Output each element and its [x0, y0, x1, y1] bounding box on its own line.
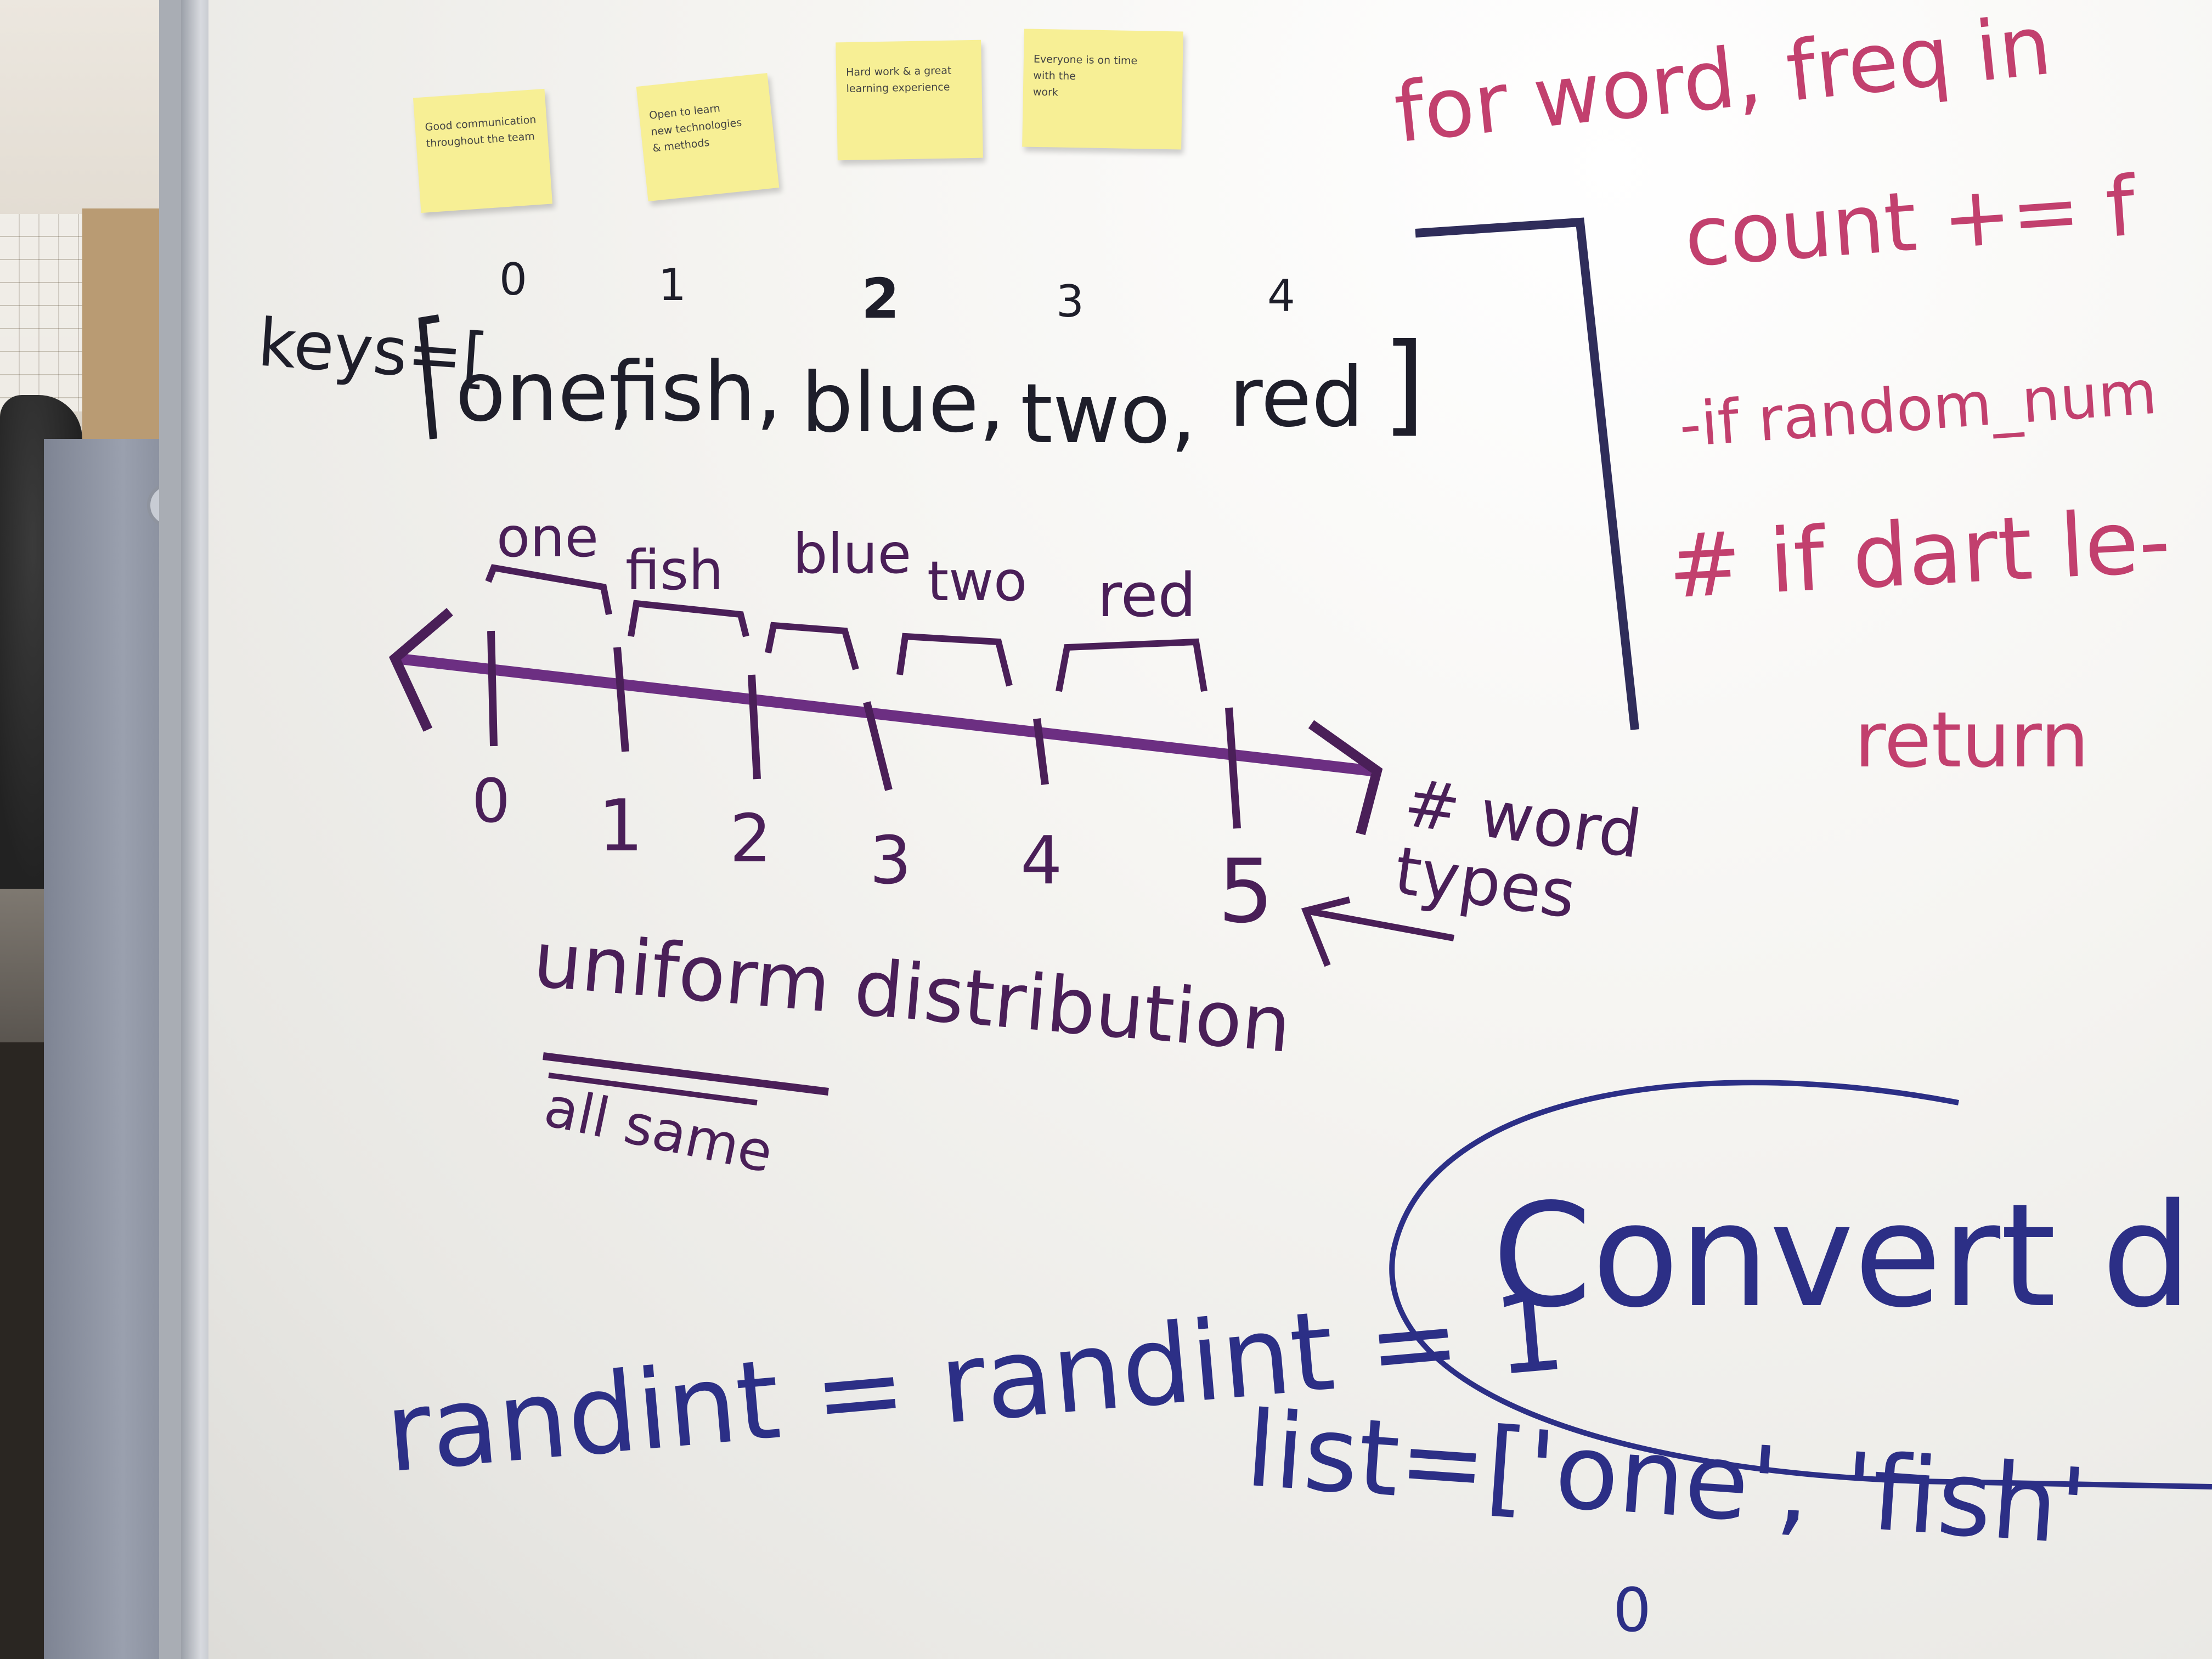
code-line-return: return: [1854, 696, 2090, 785]
list-index-label: 0: [1613, 1575, 1651, 1645]
right-arrowhead: [1308, 720, 1383, 836]
segment-bracket-two: [896, 633, 1013, 687]
tick-label-0: 0: [472, 766, 510, 836]
tick-4: [1033, 718, 1049, 785]
segment-bracket-one: [485, 564, 612, 616]
tick-label-1: 1: [598, 784, 644, 867]
arrow-to-5-head: [1301, 896, 1351, 967]
keys-word-blue: blue,: [801, 356, 1005, 451]
segment-label-fish: fish: [625, 538, 724, 602]
tick-1: [613, 647, 629, 752]
segment-label-two: two: [927, 549, 1028, 613]
keys-index-0: 0: [499, 254, 527, 305]
segment-label-one: one: [496, 505, 599, 569]
code-divider-line: [1415, 217, 1639, 730]
tick-label-3: 3: [870, 823, 912, 899]
keys-index-3: 3: [1056, 276, 1084, 327]
uniform-underline: [543, 1052, 829, 1096]
tick-label-4: 4: [1020, 823, 1063, 899]
arrow-to-5: [1305, 907, 1455, 941]
tick-0: [487, 630, 498, 747]
segment-label-red: red: [1097, 560, 1197, 630]
keys-word-two: two,: [1020, 366, 1197, 462]
whiteboard-surface: [208, 0, 2212, 1659]
keys-index-1: 1: [658, 259, 686, 311]
keys-word-red: red: [1229, 350, 1364, 445]
segment-bracket-blue: [765, 622, 859, 670]
tick-label-5: 5: [1218, 840, 1274, 943]
segment-label-blue: blue: [793, 522, 912, 586]
keys-word-fish: fish,: [609, 345, 782, 440]
segment-bracket-red: [1056, 638, 1207, 692]
tick-label-2: 2: [730, 801, 772, 877]
tick-5: [1225, 707, 1241, 829]
keys-close-bracket: ]: [1383, 320, 1426, 448]
keys-index-2: 2: [861, 267, 900, 331]
uniform-underline-2: [548, 1073, 758, 1105]
keys-word-one: one,: [455, 345, 635, 440]
keys-open-bracket-stroke: [418, 314, 440, 439]
keys-index-4: 4: [1267, 270, 1295, 321]
tick-2: [748, 674, 761, 780]
convert-ellipse: [1389, 1080, 2212, 1489]
number-line-axis: [394, 653, 1373, 776]
tick-3: [863, 701, 893, 791]
convert-heading: Convert d: [1492, 1173, 2192, 1339]
left-arrowhead: [388, 608, 453, 732]
segment-bracket-fish: [628, 600, 749, 637]
